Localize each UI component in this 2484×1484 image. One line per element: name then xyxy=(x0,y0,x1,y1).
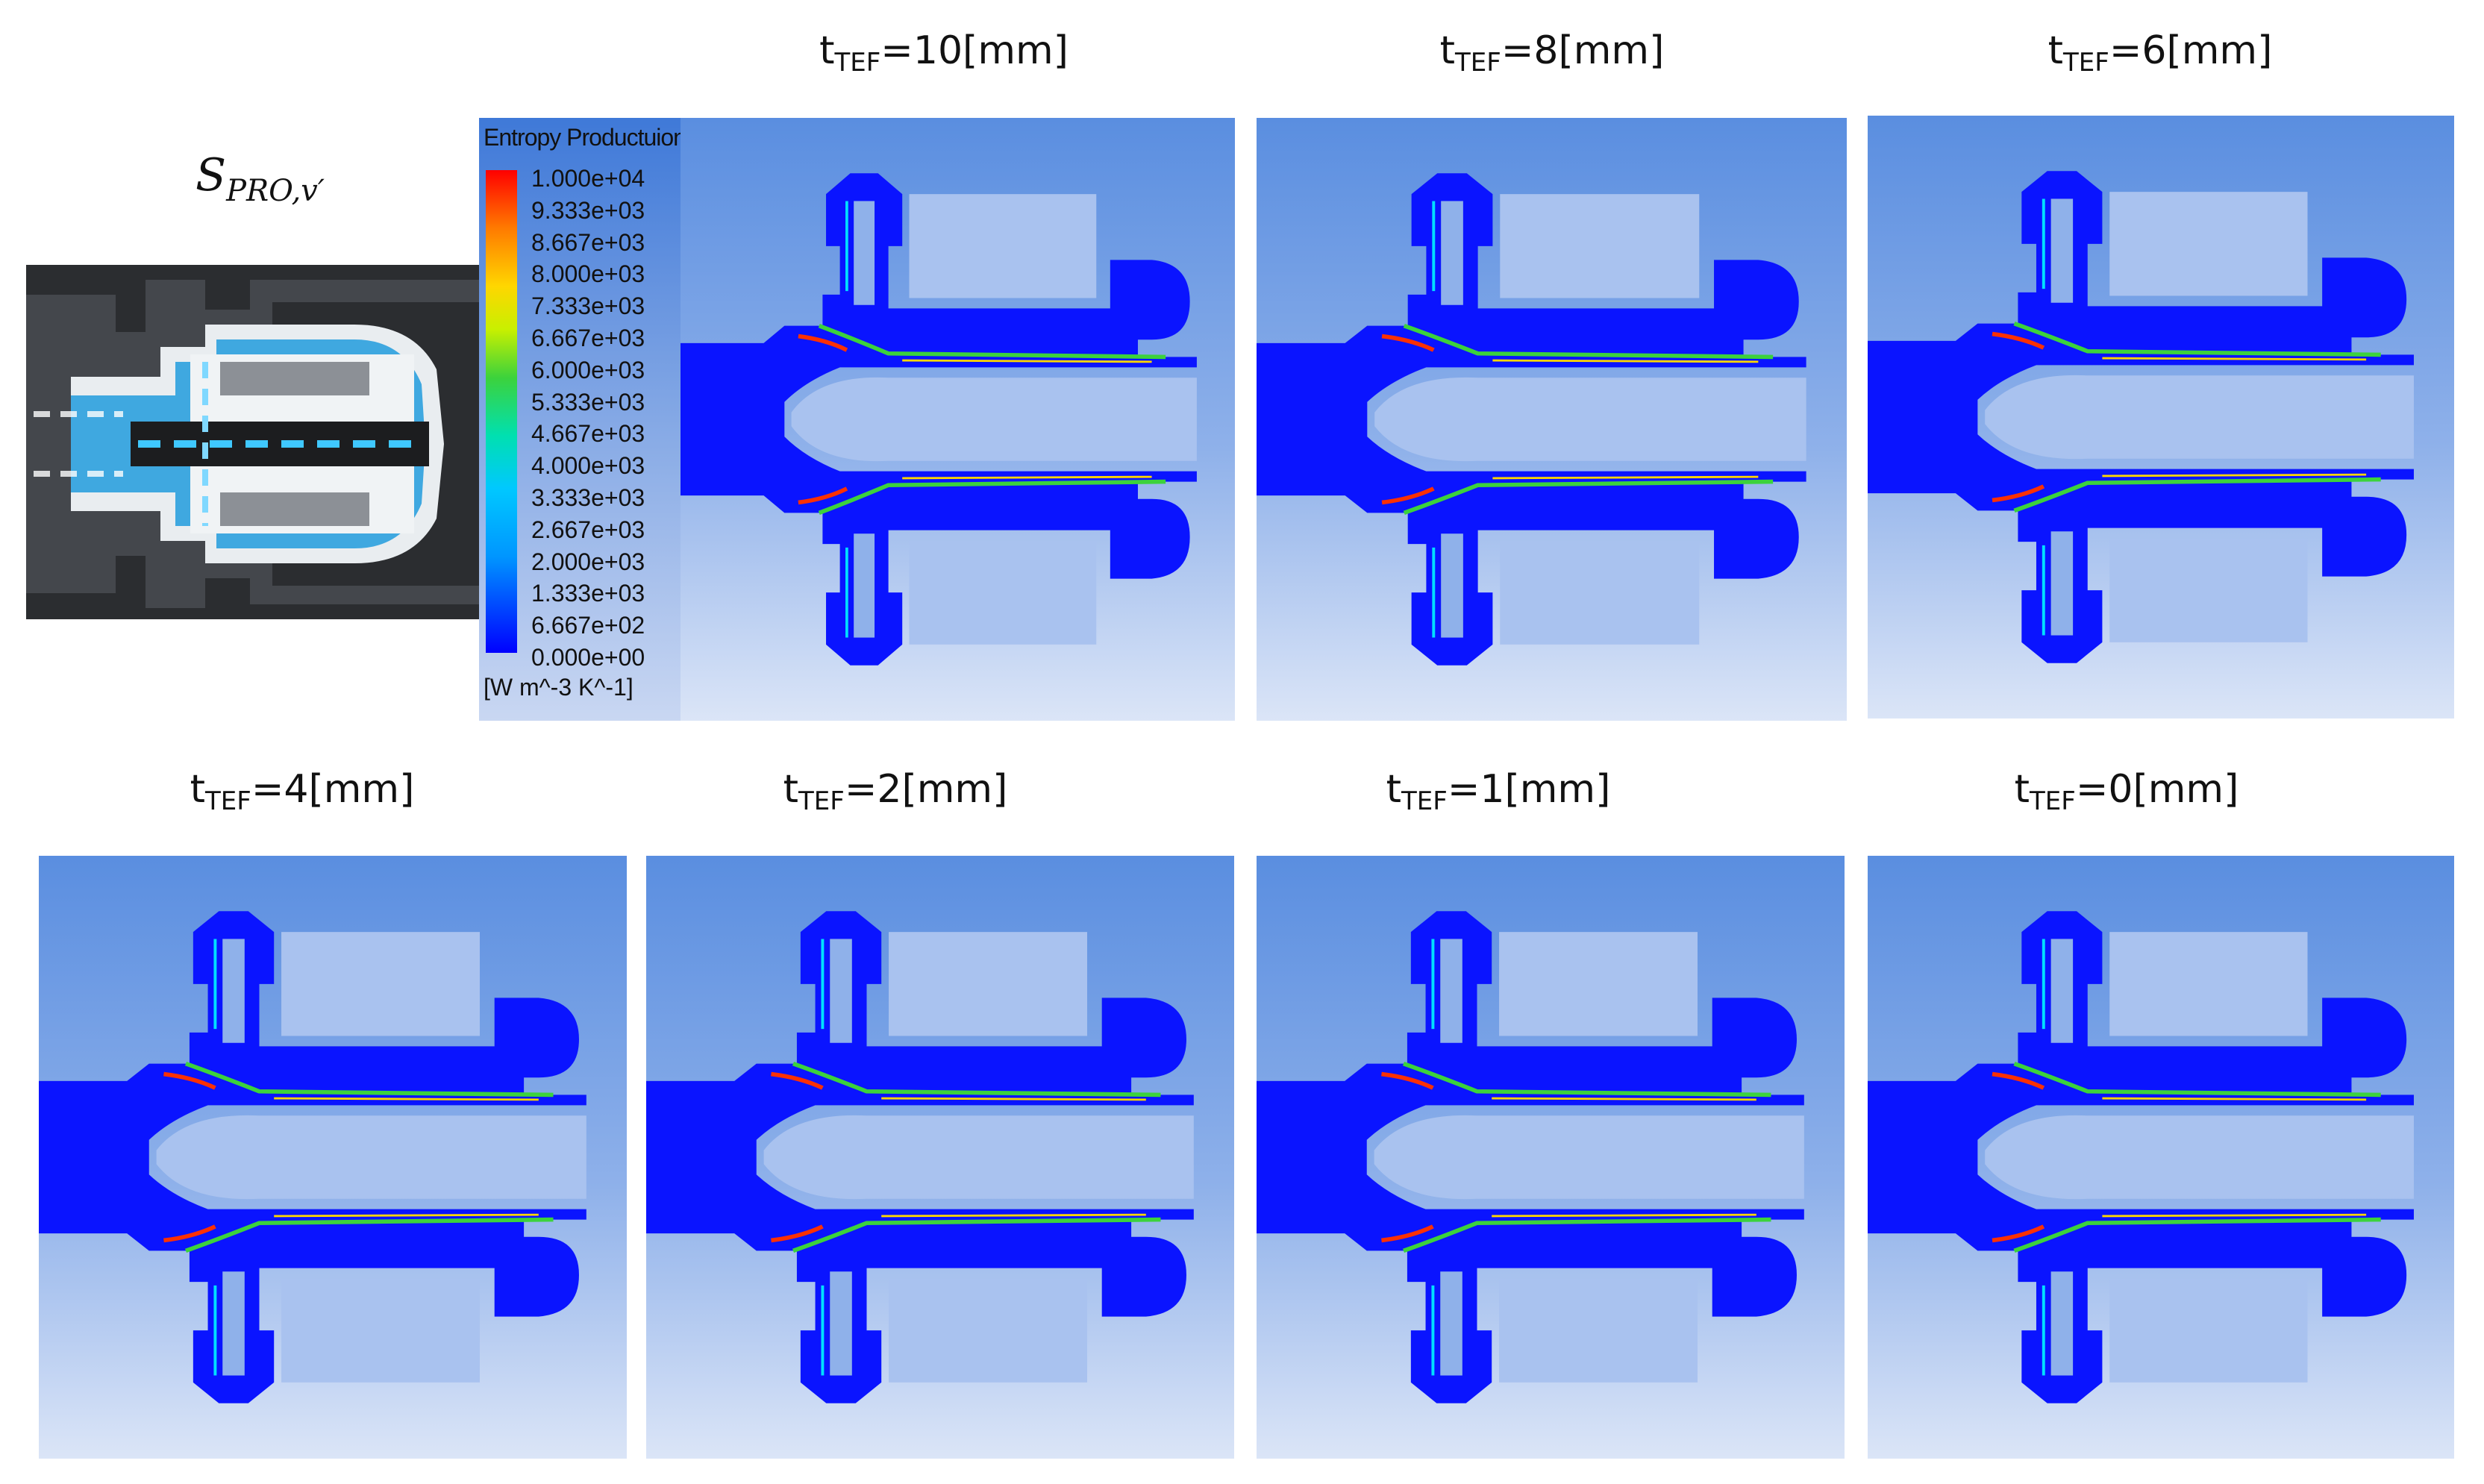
colorbar-tick-label: 1.333e+03 xyxy=(531,580,645,607)
panel-title-subscript: TEF xyxy=(2063,48,2109,78)
panel-title-value: =6[mm] xyxy=(2109,28,2273,73)
panel-title-subscript: TEF xyxy=(834,48,881,78)
colorbar xyxy=(486,170,517,653)
panel-title-value: =10[mm] xyxy=(880,28,1069,73)
panel-title-2: tTEF=8[mm] xyxy=(1440,31,1665,75)
colorbar-tick-label: 8.667e+03 xyxy=(531,228,645,256)
contour-panel-2 xyxy=(1257,118,1847,721)
contour-panel-3 xyxy=(1868,116,2454,718)
colorbar-tick-label: 7.333e+03 xyxy=(531,292,645,320)
contour-plot xyxy=(646,911,1194,1403)
contour-panel-6 xyxy=(1257,856,1845,1459)
colorbar-tick-label: 4.000e+03 xyxy=(531,452,645,480)
contour-panel-7 xyxy=(1868,856,2454,1459)
colorbar-labels: 1.000e+04 9.333e+03 8.667e+03 8.000e+03 … xyxy=(531,163,645,674)
colorbar-tick-label: 3.333e+03 xyxy=(531,483,645,511)
colorbar-tick-label: 8.000e+03 xyxy=(531,260,645,288)
reference-label-main: S xyxy=(195,149,227,201)
panel-title-subscript: TEF xyxy=(2030,786,2076,816)
panel-title-subscript: TEF xyxy=(1401,786,1448,816)
colorbar-tick-label: 9.333e+03 xyxy=(531,196,645,224)
panel-title-1: tTEF=10[mm] xyxy=(819,31,1069,75)
reference-label-sub: PRO,v′ xyxy=(226,174,325,208)
colorbar-tick-label: 5.333e+03 xyxy=(531,388,645,416)
panel-title-6: tTEF=1[mm] xyxy=(1386,770,1611,814)
panel-title-4: tTEF=4[mm] xyxy=(190,770,415,814)
panel-title-subscript: TEF xyxy=(798,786,845,816)
panel-title-value: =4[mm] xyxy=(251,767,415,812)
panel-title-5: tTEF=2[mm] xyxy=(783,770,1008,814)
colorbar-tick-label: 2.667e+03 xyxy=(531,516,645,543)
contour-plot xyxy=(1868,171,2414,663)
panel-title-7: tTEF=0[mm] xyxy=(2015,770,2239,814)
colorbar-tick-label: 6.667e+02 xyxy=(531,612,645,639)
panel-title-var: t xyxy=(1439,28,1456,73)
colorbar-tick-label: 4.667e+03 xyxy=(531,420,645,448)
colorbar-tick-label: 2.000e+03 xyxy=(531,548,645,575)
contour-plot xyxy=(681,173,1197,666)
colorbar-tick-label: 0.000e+00 xyxy=(531,643,645,671)
panel-title-value: =2[mm] xyxy=(844,767,1008,812)
colorbar-tick-label: 6.000e+03 xyxy=(531,356,645,383)
panel-title-var: t xyxy=(2014,767,2030,812)
panel-title-3: tTEF=6[mm] xyxy=(2048,31,2273,75)
panel-title-value: =1[mm] xyxy=(1447,767,1611,812)
panel-title-var: t xyxy=(819,28,835,73)
panel-title-value: =8[mm] xyxy=(1501,28,1665,73)
contour-panel-4 xyxy=(39,856,627,1459)
panel-title-var: t xyxy=(783,767,799,812)
panel-title-var: t xyxy=(1386,767,1402,812)
contour-plot xyxy=(1257,911,1804,1403)
contour-plot xyxy=(1868,911,2414,1403)
colorbar-tick-label: 1.000e+04 xyxy=(531,165,645,192)
reference-label: SPRO,v′ xyxy=(195,149,325,208)
contour-plot xyxy=(39,911,586,1403)
contour-panel-5 xyxy=(646,856,1234,1459)
colorbar-tick-label: 6.667e+03 xyxy=(531,324,645,351)
panel-title-subscript: TEF xyxy=(205,786,251,816)
pump-cutaway-image xyxy=(26,265,479,619)
panel-title-var: t xyxy=(2047,28,2064,73)
contour-panel-1 xyxy=(681,118,1235,721)
contour-plot xyxy=(1257,173,1806,666)
colorbar-unit: [W m^-3 K^-1] xyxy=(484,674,633,701)
panel-title-var: t xyxy=(190,767,206,812)
panel-title-value: =0[mm] xyxy=(2075,767,2239,812)
panel-title-subscript: TEF xyxy=(1455,48,1501,78)
